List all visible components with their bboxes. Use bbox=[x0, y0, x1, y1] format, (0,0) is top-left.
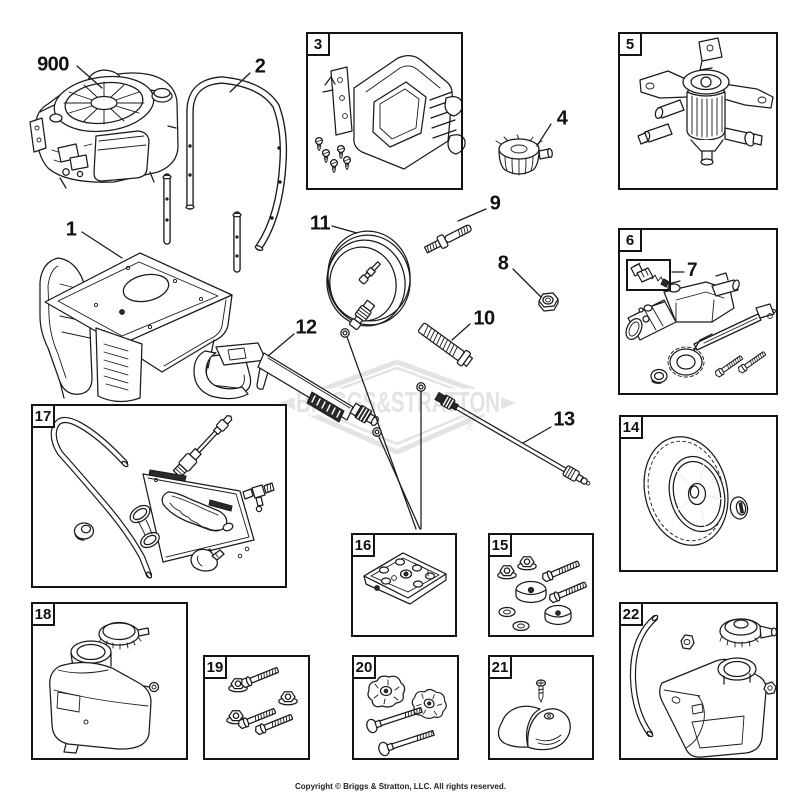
box-16-number: 16 bbox=[351, 533, 375, 557]
box-15: 15 bbox=[488, 533, 594, 637]
base-plate-illustration bbox=[363, 552, 447, 605]
callout-7: 7 bbox=[686, 260, 698, 281]
box-21: 21 bbox=[488, 655, 594, 760]
watermark-registered-icon: ® bbox=[465, 418, 475, 433]
callout-4: 4 bbox=[556, 107, 568, 130]
spray-wand-illustration bbox=[434, 391, 591, 486]
gun-holder-illustration bbox=[497, 679, 571, 751]
box-3-number: 3 bbox=[306, 32, 330, 56]
hose-coil-illustration bbox=[326, 230, 411, 330]
engine-illustration bbox=[29, 69, 179, 189]
detergent-tank-illustration bbox=[49, 621, 160, 754]
callout-2: 2 bbox=[254, 55, 266, 78]
callout-12: 12 bbox=[295, 316, 317, 339]
mount-hardware-illustration bbox=[497, 556, 589, 632]
box-22: 22 bbox=[619, 602, 778, 760]
callout-8: 8 bbox=[497, 252, 509, 275]
box-7-inner bbox=[626, 259, 671, 291]
control-panel-illustration bbox=[314, 54, 466, 174]
scrub-strip-illustration bbox=[417, 322, 474, 367]
box-6: 6 bbox=[618, 228, 778, 395]
callout-13: 13 bbox=[553, 408, 575, 431]
callout-9: 9 bbox=[489, 192, 501, 215]
box-15-number: 15 bbox=[488, 533, 512, 557]
handle-illustration bbox=[162, 76, 288, 273]
knob-illustration bbox=[495, 134, 553, 176]
box-16: 16 bbox=[351, 533, 457, 637]
spray-gun-illustration bbox=[193, 342, 379, 427]
box-21-number: 21 bbox=[488, 655, 512, 679]
wheel-illustration bbox=[643, 436, 749, 546]
box-5-number: 5 bbox=[618, 32, 642, 56]
box-18: 18 bbox=[31, 602, 188, 760]
callout-10: 10 bbox=[473, 307, 495, 330]
callout-1: 1 bbox=[65, 218, 77, 241]
box-18-number: 18 bbox=[31, 602, 55, 626]
o-ring-illustrations bbox=[340, 328, 426, 437]
box-3: 3 bbox=[306, 32, 463, 190]
box-6-number: 6 bbox=[618, 228, 642, 252]
stud-bolt-illustration bbox=[423, 224, 472, 254]
fuel-tank-illustration bbox=[629, 614, 778, 758]
callout-11: 11 bbox=[309, 212, 331, 235]
pump-assembly-illustration bbox=[625, 262, 776, 384]
box-17: 17 bbox=[31, 404, 287, 588]
nut-illustration bbox=[538, 292, 559, 312]
box-22-number: 22 bbox=[619, 602, 643, 626]
frame-illustration bbox=[39, 252, 252, 403]
box-19-number: 19 bbox=[203, 655, 227, 679]
box-20: 20 bbox=[352, 655, 459, 760]
box-14-number: 14 bbox=[619, 415, 643, 439]
pump-illustration bbox=[637, 37, 774, 166]
box-17-number: 17 bbox=[31, 404, 55, 428]
copyright-notice: Copyright © Briggs & Stratton, LLC. All … bbox=[295, 782, 506, 791]
box-20-number: 20 bbox=[352, 655, 376, 679]
t-fitting-illustration bbox=[242, 482, 275, 513]
box-14: 14 bbox=[619, 415, 778, 572]
accessory-kit-illustration bbox=[50, 415, 275, 579]
callout-900: 900 bbox=[37, 53, 69, 76]
box-5: 5 bbox=[618, 32, 778, 190]
box-19: 19 bbox=[203, 655, 310, 760]
